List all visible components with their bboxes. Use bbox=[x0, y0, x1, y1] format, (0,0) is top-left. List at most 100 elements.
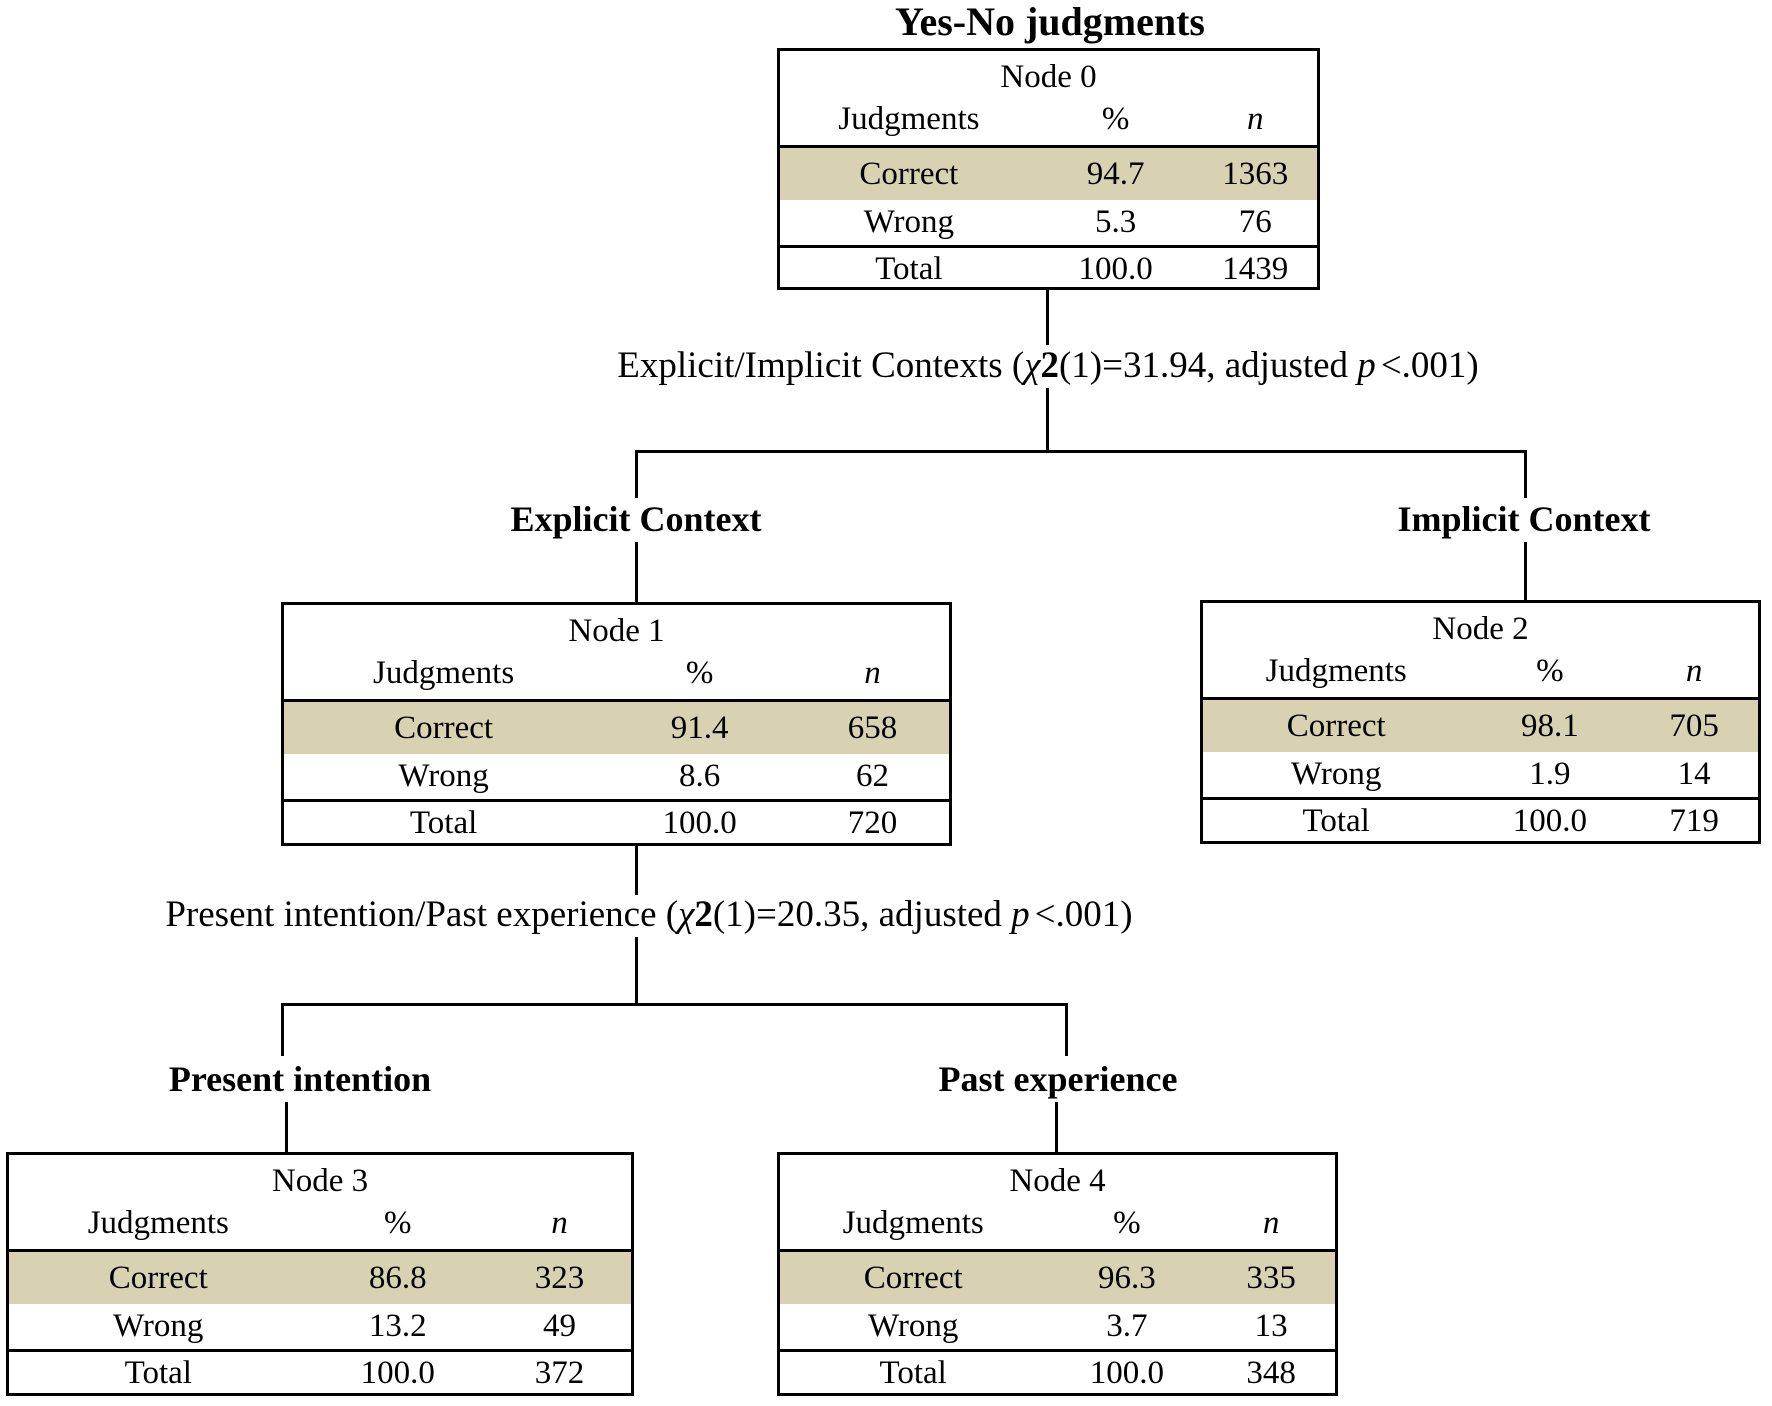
chi-exponent: 2 bbox=[1040, 345, 1059, 386]
connector-node1-down bbox=[635, 845, 638, 895]
branch-label-past-experience: Past experience bbox=[938, 1059, 1178, 1099]
row-percent: 100.0 bbox=[360, 1355, 435, 1391]
node-4-row-correct: Correct 96.3 335 bbox=[780, 1252, 1335, 1304]
row-label: Correct bbox=[1286, 708, 1386, 744]
chi-symbol: χ bbox=[678, 894, 695, 935]
node-3-header: Node 3 Judgments % n bbox=[9, 1155, 631, 1252]
row-percent: 5.3 bbox=[1094, 204, 1137, 240]
branch-label-present-intention: Present intention bbox=[168, 1059, 432, 1099]
branch-label-explicit-context: Explicit Context bbox=[510, 499, 762, 539]
row-percent: 8.6 bbox=[678, 758, 721, 794]
column-header-judgments: Judgments bbox=[373, 655, 515, 691]
split2-text: Present intention/Past experience ( bbox=[165, 894, 679, 935]
row-percent: 100.0 bbox=[1512, 803, 1587, 839]
node-2-header: Node 2 Judgments % n bbox=[1203, 603, 1758, 700]
node-3-table: Node 3 Judgments % n Correct 86.8 323 Wr… bbox=[6, 1152, 634, 1396]
node-2-table: Node 2 Judgments % n Correct 98.1 705 Wr… bbox=[1200, 600, 1761, 844]
row-label: Total bbox=[875, 251, 943, 287]
row-n: 372 bbox=[534, 1355, 585, 1391]
node-3-row-wrong: Wrong 13.2 49 bbox=[9, 1304, 631, 1349]
row-n: 13 bbox=[1254, 1308, 1288, 1344]
row-n: 1363 bbox=[1222, 156, 1289, 192]
split2-stat: (1)=20.35, adjusted bbox=[712, 894, 1012, 935]
row-n: 1439 bbox=[1222, 251, 1289, 287]
node-4-table: Node 4 Judgments % n Correct 96.3 335 Wr… bbox=[777, 1152, 1338, 1396]
branch-label-implicit-context: Implicit Context bbox=[1397, 499, 1651, 539]
row-percent: 1.9 bbox=[1529, 756, 1571, 792]
row-label: Total bbox=[409, 805, 478, 841]
row-n: 348 bbox=[1246, 1355, 1296, 1391]
node-1-row-wrong: Wrong 8.6 62 bbox=[284, 754, 949, 799]
connector-past-stub bbox=[1065, 1003, 1068, 1056]
node-3-row-correct: Correct 86.8 323 bbox=[9, 1252, 631, 1304]
column-header-judgments: Judgments bbox=[87, 1205, 229, 1241]
branch-line-level2 bbox=[281, 1003, 1068, 1006]
node-3-column-headers: Judgments % n bbox=[9, 1202, 631, 1249]
node-3-row-total: Total 100.0 372 bbox=[9, 1349, 631, 1394]
row-n: 49 bbox=[542, 1308, 576, 1344]
node-2-row-total: Total 100.0 719 bbox=[1203, 797, 1758, 842]
connector-implicit-stub bbox=[1524, 450, 1527, 498]
row-percent: 91.4 bbox=[670, 710, 729, 746]
node-2-title: Node 2 bbox=[1432, 611, 1529, 647]
connector-to-node3 bbox=[285, 1102, 288, 1152]
column-header-judgments: Judgments bbox=[838, 101, 980, 137]
row-percent: 3.7 bbox=[1106, 1308, 1148, 1344]
node-1-header: Node 1 Judgments % n bbox=[284, 605, 949, 702]
row-percent: 86.8 bbox=[368, 1260, 427, 1296]
row-percent: 100.0 bbox=[1089, 1355, 1164, 1391]
node-2-column-headers: Judgments % n bbox=[1203, 650, 1758, 697]
split1-stat: (1)=31.94, adjusted bbox=[1058, 345, 1358, 386]
row-label: Total bbox=[124, 1355, 192, 1391]
row-label: Wrong bbox=[113, 1308, 204, 1344]
branch-line-level1 bbox=[635, 450, 1527, 453]
row-percent: 98.1 bbox=[1520, 708, 1579, 744]
node-0-row-wrong: Wrong 5.3 76 bbox=[780, 200, 1317, 245]
split1-pvalue: <.001) bbox=[1380, 345, 1479, 386]
column-header-judgments: Judgments bbox=[842, 1205, 984, 1241]
row-n: 658 bbox=[847, 710, 898, 746]
row-n: 335 bbox=[1246, 1260, 1296, 1296]
node-2-row-wrong: Wrong 1.9 14 bbox=[1203, 752, 1758, 797]
row-label: Wrong bbox=[868, 1308, 959, 1344]
split-label-context: Explicit/Implicit Contexts (χ2(1)=31.94,… bbox=[248, 344, 1772, 388]
page-title: Yes-No judgments bbox=[895, 0, 1205, 44]
connector-present-stub bbox=[281, 1003, 284, 1056]
row-label: Correct bbox=[108, 1260, 208, 1296]
connector-to-node4 bbox=[1055, 1102, 1058, 1152]
column-header-n: n bbox=[864, 655, 881, 691]
row-percent: 94.7 bbox=[1086, 156, 1145, 192]
connector-to-node2 bbox=[1524, 542, 1527, 600]
row-n: 323 bbox=[534, 1260, 585, 1296]
row-n: 719 bbox=[1669, 803, 1719, 839]
node-3-title: Node 3 bbox=[271, 1163, 369, 1199]
node-1-table: Node 1 Judgments % n Correct 91.4 658 Wr… bbox=[281, 602, 952, 846]
chi-exponent: 2 bbox=[694, 894, 713, 935]
column-header-n: n bbox=[1685, 653, 1703, 689]
row-n: 14 bbox=[1677, 756, 1711, 792]
node-4-row-wrong: Wrong 3.7 13 bbox=[780, 1304, 1335, 1349]
column-header-n: n bbox=[551, 1205, 568, 1241]
column-header-percent: % bbox=[685, 655, 714, 691]
split1-text: Explicit/Implicit Contexts ( bbox=[617, 345, 1025, 386]
split-label-intention-experience: Present intention/Past experience (χ2(1)… bbox=[0, 893, 1298, 937]
row-label: Correct bbox=[863, 1260, 963, 1296]
chi-symbol: χ bbox=[1024, 345, 1041, 386]
node-0-title: Node 0 bbox=[1000, 59, 1097, 95]
node-4-title: Node 4 bbox=[1009, 1163, 1106, 1199]
node-2-row-correct: Correct 98.1 705 bbox=[1203, 700, 1758, 752]
split2-pvalue: <.001) bbox=[1034, 894, 1133, 935]
node-0-header: Node 0 Judgments % n bbox=[780, 51, 1317, 148]
node-4-row-total: Total 100.0 348 bbox=[780, 1349, 1335, 1394]
connector-to-node1 bbox=[635, 542, 638, 602]
row-label: Correct bbox=[394, 710, 494, 746]
node-0-column-headers: Judgments % n bbox=[780, 98, 1317, 145]
node-0-row-correct: Correct 94.7 1363 bbox=[780, 148, 1317, 200]
row-n: 76 bbox=[1238, 204, 1272, 240]
column-header-percent: % bbox=[1101, 101, 1130, 137]
node-0-table: Node 0 Judgments % n Correct 94.7 1363 W… bbox=[777, 48, 1320, 290]
row-percent: 13.2 bbox=[368, 1308, 427, 1344]
row-label: Total bbox=[879, 1355, 947, 1391]
row-percent: 100.0 bbox=[1078, 251, 1153, 287]
column-header-n: n bbox=[1262, 1205, 1280, 1241]
